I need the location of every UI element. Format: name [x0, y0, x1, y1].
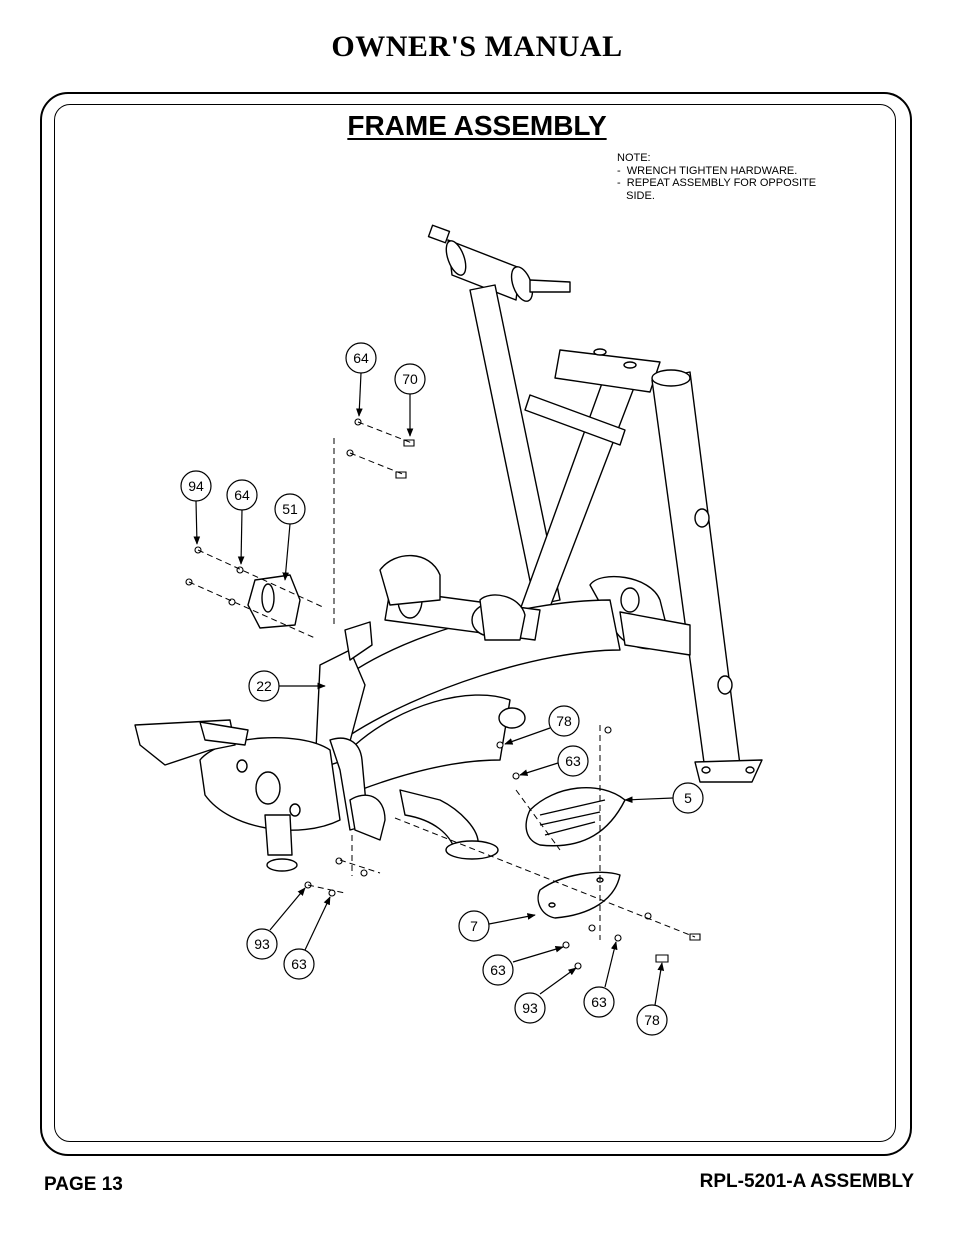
roller	[498, 707, 526, 729]
callout-22: 22	[248, 670, 280, 702]
callout-label: 5	[684, 790, 692, 806]
callout-63-right: 63	[583, 986, 615, 1018]
note-item: - REPEAT ASSEMBLY FOR OPPOSITE	[617, 177, 817, 189]
callout-7: 7	[458, 910, 490, 942]
callout-label: 63	[490, 962, 506, 978]
callout-63-upper: 63	[557, 745, 589, 777]
callout-63-left: 63	[283, 948, 315, 980]
manual-title: OWNER'S MANUAL	[331, 30, 623, 63]
section-title-text: FRAME ASSEMBLY	[347, 110, 607, 141]
callout-label: 93	[522, 1000, 538, 1016]
callout-label: 78	[644, 1012, 660, 1028]
callout-bubbles: 64 70 94 64 51 22 78 63 5 7 93 63 63 93 …	[180, 342, 704, 1036]
document-id: RPL-5201-A ASSEMBLY	[699, 1171, 914, 1192]
callout-63-lower: 63	[482, 954, 514, 986]
callout-label: 7	[470, 918, 478, 934]
callout-51: 51	[274, 493, 306, 525]
callout-label: 93	[254, 936, 270, 952]
callout-label: 22	[256, 678, 272, 694]
machine-drawing	[134, 224, 763, 919]
callout-78-lower: 78	[636, 1004, 668, 1036]
main-frame-tube	[329, 599, 621, 736]
callout-93-left: 93	[246, 928, 278, 960]
callout-78-upper: 78	[548, 705, 580, 737]
top-handle	[427, 224, 571, 302]
callout-label: 63	[291, 956, 307, 972]
top-plate	[554, 349, 661, 393]
page-number: PAGE 13	[44, 1174, 123, 1195]
note-item: SIDE.	[617, 189, 655, 202]
pivot-bracket	[379, 554, 441, 606]
callout-5: 5	[672, 782, 704, 814]
callout-label: 78	[556, 713, 572, 729]
callout-label: 63	[565, 753, 581, 769]
callout-64-top: 64	[345, 342, 377, 374]
page-frame-inner	[54, 104, 896, 1142]
page-frame-outer	[40, 92, 912, 1156]
hardware-paths	[188, 421, 696, 940]
rear-upright	[469, 284, 561, 606]
callout-label: 64	[353, 350, 369, 366]
callout-label: 63	[591, 994, 607, 1010]
section-title: FRAME ASSEMBLY	[0, 110, 954, 142]
callout-label: 70	[402, 371, 418, 387]
front-column	[651, 371, 741, 771]
note-item: - WRENCH TIGHTEN HARDWARE.	[617, 164, 798, 177]
note-heading: NOTE:	[617, 152, 651, 164]
callout-label: 64	[234, 487, 250, 503]
callout-64-left: 64	[226, 479, 258, 511]
callout-94: 94	[180, 470, 212, 502]
callout-93-lower: 93	[514, 992, 546, 1024]
assembly-notes: NOTE: - WRENCH TIGHTEN HARDWARE. - REPEA…	[617, 152, 816, 202]
leader-arrows	[193, 372, 674, 1006]
callout-label: 51	[282, 501, 298, 517]
left-leg	[264, 814, 293, 856]
column-foot	[694, 759, 763, 783]
callout-label: 94	[188, 478, 204, 494]
callout-70: 70	[394, 363, 426, 395]
plate-7	[537, 871, 621, 919]
